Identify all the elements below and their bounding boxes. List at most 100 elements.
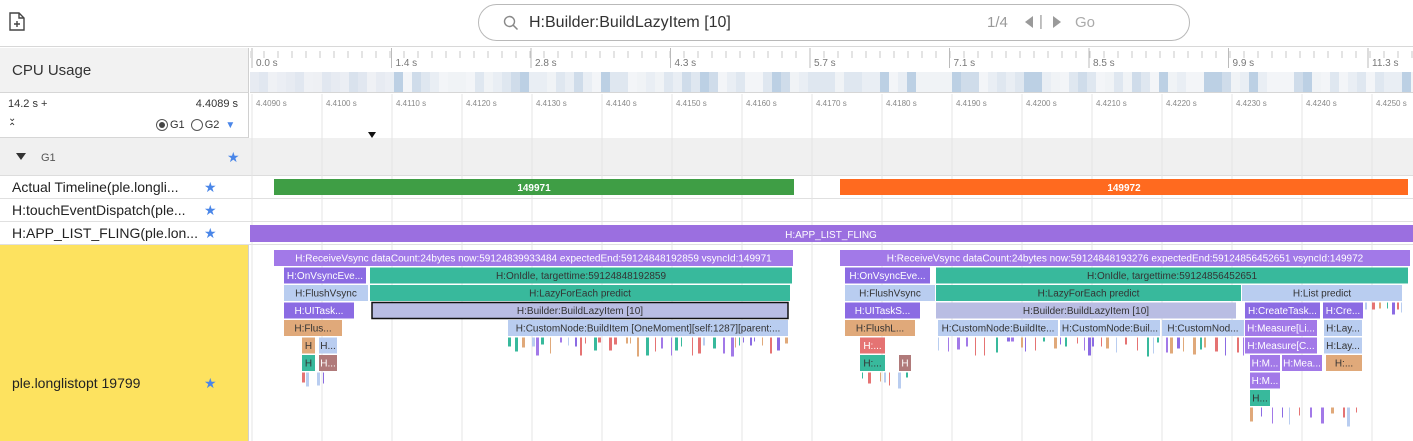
slice-rect — [1245, 302, 1320, 319]
trace-slice[interactable]: H:Cre... — [1323, 302, 1363, 319]
trace-sliver — [1356, 407, 1357, 413]
trace-slice[interactable]: H:... — [860, 337, 885, 354]
star-icon[interactable]: ★ — [204, 375, 217, 391]
trace-sliver — [1025, 337, 1026, 352]
radio-g1[interactable] — [156, 119, 168, 131]
trace-sliver — [532, 337, 535, 347]
trace-slice[interactable]: H:OnIdle, targettime:59124856452651 — [936, 267, 1408, 284]
trace-sliver — [770, 337, 772, 354]
detail-tick-label: 4.4200 s — [1026, 99, 1057, 108]
trace-slice[interactable]: H:Builder:BuildLazyItem [10] — [936, 302, 1236, 319]
trace-slice[interactable]: H — [302, 355, 315, 371]
star-icon[interactable]: ★ — [227, 149, 240, 165]
group-name: G1 — [41, 152, 56, 164]
dropdown-arrow-icon[interactable]: ▼ — [225, 119, 236, 131]
star-icon[interactable]: ★ — [204, 202, 217, 218]
cpu-usage-cell — [484, 72, 493, 92]
slice-label: H:Measure[C... — [1247, 341, 1314, 352]
chevron-down-icon[interactable]: ⌄ — [8, 113, 17, 124]
trace-slice[interactable]: H — [899, 355, 911, 371]
cpu-usage-cell — [1006, 72, 1015, 92]
cpu-usage-cell — [1195, 72, 1204, 92]
trace-slice[interactable]: H... — [1250, 390, 1270, 406]
search-result-count: 1/4 — [987, 14, 1008, 31]
trace-slice[interactable]: H:Builder:BuildLazyItem [10] — [372, 302, 788, 319]
search-highlight — [371, 301, 789, 320]
trace-slice[interactable]: H:ReceiveVsync dataCount:24bytes now:591… — [274, 250, 793, 266]
trace-slice[interactable]: H:ReceiveVsync dataCount:24bytes now:591… — [840, 250, 1410, 266]
slice-rect — [274, 250, 793, 266]
trace-slice[interactable]: H:CustomNode:BuildItem [OneMoment][self:… — [508, 320, 788, 336]
trace-slice[interactable]: H:OnVsyncEve... — [845, 267, 930, 284]
trace-slice[interactable]: H:OnVsyncEve... — [284, 267, 366, 284]
track-label: H:touchEventDispatch(ple... — [12, 202, 186, 218]
trace-slice[interactable]: H:UITask... — [284, 302, 354, 319]
trace-sliver — [1011, 337, 1014, 342]
slice-rect — [1250, 372, 1280, 389]
chevron-up-icon[interactable]: ⌃ — [8, 122, 17, 133]
trace-slice[interactable]: H... — [319, 355, 337, 371]
trace-sliver — [884, 372, 886, 383]
trace-sliver — [1261, 407, 1262, 417]
trace-slice[interactable]: H:Mea... — [1282, 355, 1322, 371]
cpu-usage-cell — [1303, 72, 1312, 92]
trace-slice[interactable]: H:CustomNode:BuildIte... — [938, 320, 1058, 336]
trace-sliver — [743, 337, 744, 343]
slice-label: H... — [1252, 394, 1268, 405]
trace-slice[interactable]: H:... — [1326, 355, 1362, 371]
cpu-usage-cell — [592, 72, 601, 92]
trace-sliver — [898, 372, 901, 389]
cpu-usage-cell — [1177, 72, 1186, 92]
trace-sliver — [723, 337, 725, 354]
next-result-button[interactable] — [1051, 15, 1063, 29]
cpu-usage-cell — [700, 72, 709, 92]
trace-slice[interactable]: H:CreateTask... — [1245, 302, 1320, 319]
trace-slice[interactable]: H — [302, 337, 315, 354]
trace-slice[interactable]: H:OnIdle, targettime:59124848192859 — [370, 267, 792, 284]
collapse-triangle-icon[interactable] — [16, 153, 26, 160]
trace-slice[interactable]: H:List predict — [1242, 285, 1402, 301]
trace-slice[interactable]: H:Measure[Li... — [1245, 320, 1317, 336]
trace-sliver — [560, 337, 562, 343]
cpu-usage-cell — [1222, 72, 1231, 92]
cpu-usage-cell — [1042, 72, 1051, 92]
star-icon[interactable]: ★ — [204, 225, 217, 241]
cpu-usage-cell — [637, 72, 646, 92]
trace-slice[interactable]: H:CustomNod... — [1162, 320, 1244, 336]
trace-slice[interactable]: H:Lay... — [1324, 320, 1362, 336]
trace-slice[interactable]: H:LazyForEach predict — [370, 285, 790, 301]
trace-slice[interactable]: H:... — [860, 355, 885, 371]
trace-slice[interactable]: H:Flus... — [284, 320, 342, 336]
cursor-marker-icon — [368, 132, 376, 138]
trace-slice[interactable]: H:LazyForEach predict — [936, 285, 1241, 301]
trace-sliver — [762, 337, 763, 346]
previous-result-button[interactable] — [1023, 15, 1035, 29]
search-input[interactable] — [529, 13, 949, 33]
trace-slice[interactable]: H:FlushL... — [845, 320, 915, 336]
trace-slice[interactable]: H:FlushVsync — [284, 285, 368, 301]
trace-slice[interactable]: H... — [319, 337, 337, 354]
trace-sliver — [1299, 407, 1300, 416]
trace-sliver — [317, 372, 320, 386]
star-icon[interactable]: ★ — [204, 179, 217, 195]
trace-sliver — [609, 337, 612, 351]
go-button[interactable]: Go — [1075, 14, 1096, 31]
cpu-usage-cell — [1114, 72, 1123, 92]
slice-label: H:... — [863, 359, 881, 370]
trace-slice[interactable]: H:M... — [1250, 355, 1280, 371]
trace-slice[interactable]: H:Measure[C... — [1245, 337, 1317, 354]
slice-rect — [284, 302, 354, 319]
trace-slice[interactable]: H:Lay... — [1324, 337, 1362, 354]
trace-sliver — [1282, 407, 1283, 418]
cpu-usage-cell — [1375, 72, 1384, 92]
trace-slice[interactable]: H:M... — [1250, 372, 1280, 389]
trace-slice[interactable]: H:UITaskS... — [845, 302, 920, 319]
radio-g2[interactable] — [190, 119, 203, 131]
cpu-usage-cell — [556, 72, 565, 92]
trace-sliver — [646, 337, 649, 356]
trace-slice[interactable]: H:FlushVsync — [845, 285, 935, 301]
open-file-icon[interactable] — [8, 12, 26, 32]
trace-slice[interactable]: H:CustomNode:Buil... — [1060, 320, 1160, 336]
cpu-usage-cell — [1078, 72, 1087, 92]
